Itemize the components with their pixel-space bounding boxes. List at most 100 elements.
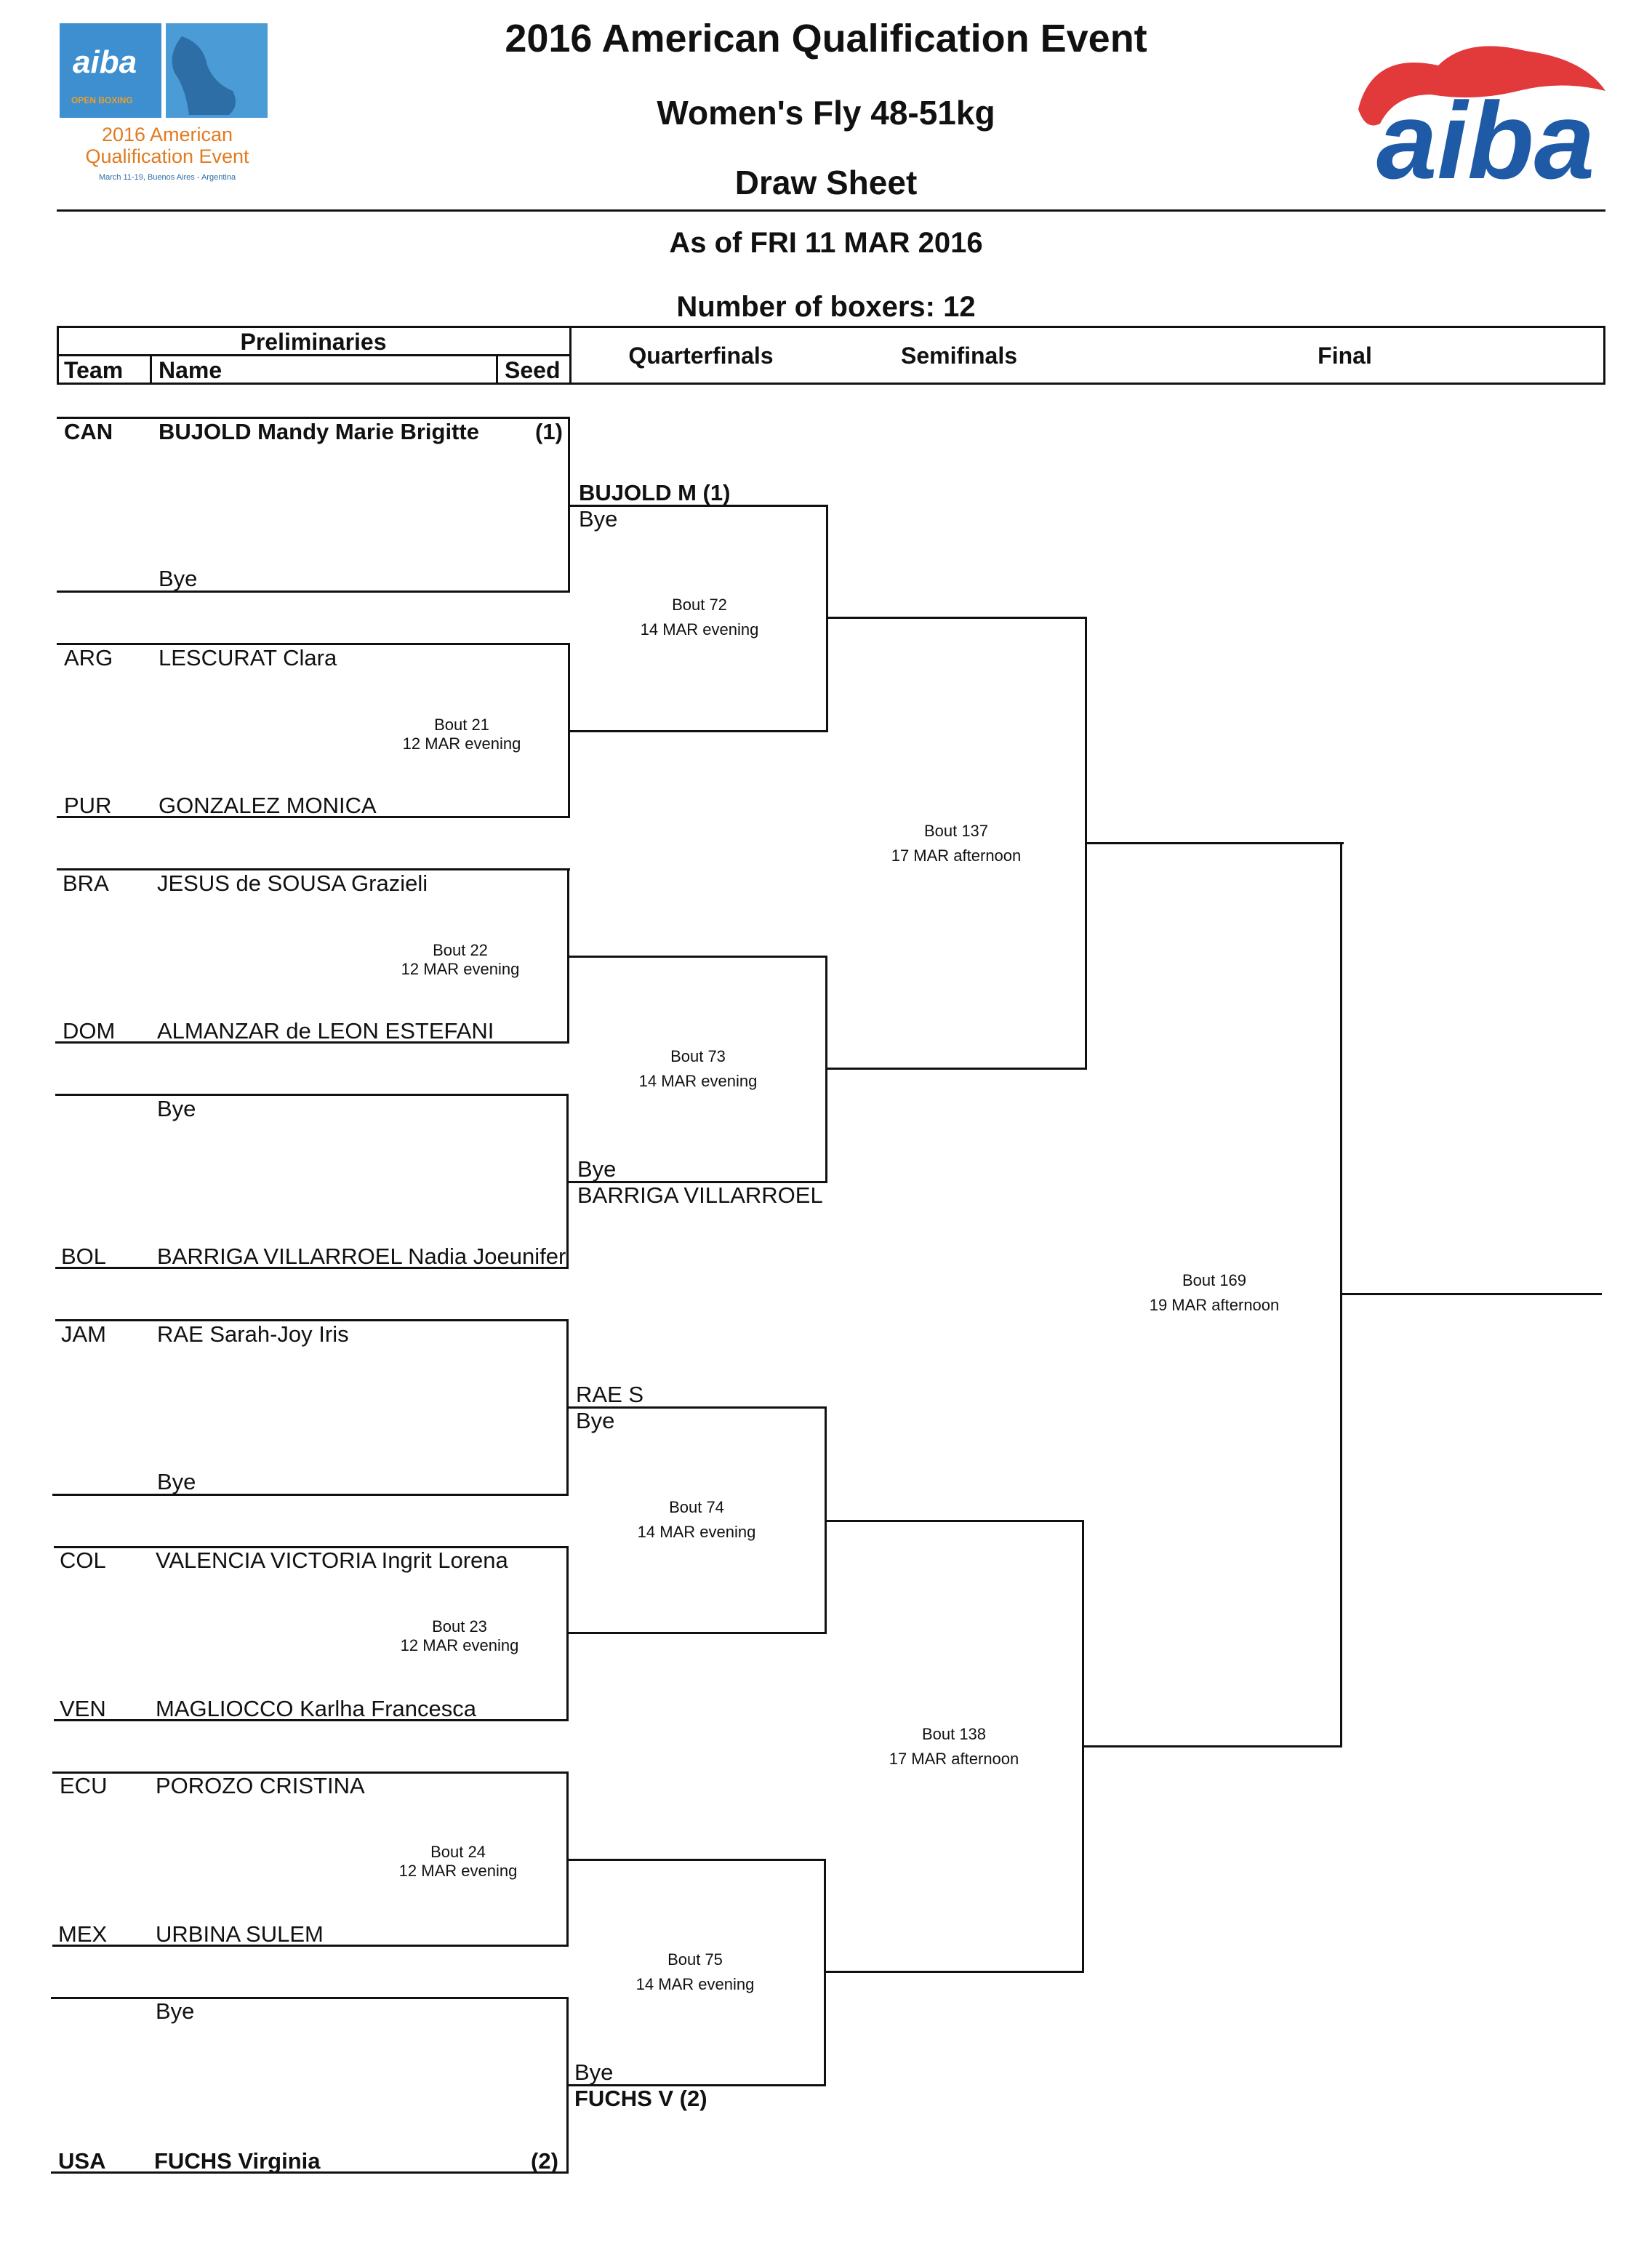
entry-team: VEN <box>60 1696 106 1721</box>
entry-name: POROZO CRISTINA <box>156 1773 365 1798</box>
final-bout-label: Bout 169 19 MAR afternoon <box>1120 1268 1309 1318</box>
bout-number: Bout 169 <box>1182 1271 1247 1289</box>
bracket-connector <box>566 1546 569 1721</box>
entry-seed: (1) <box>535 419 563 444</box>
entry-team: ECU <box>60 1773 108 1798</box>
entry-team: BRA <box>63 870 109 896</box>
winner-line <box>1340 1293 1602 1295</box>
entry-name: LESCURAT Clara <box>159 645 337 670</box>
entry-name: VALENCIA VICTORIA Ingrit Lorena <box>156 1548 508 1573</box>
qf-line <box>569 730 828 732</box>
svg-text:aiba: aiba <box>73 44 137 80</box>
prelim-bout-label: Bout 23 12 MAR evening <box>365 1614 554 1658</box>
sf-bout-label: Bout 138 17 MAR afternoon <box>859 1722 1048 1771</box>
bout-number: Bout 75 <box>667 1950 723 1969</box>
bout-schedule: 19 MAR afternoon <box>1149 1296 1280 1314</box>
sf-line <box>824 1971 1084 1973</box>
entry-name: Bye <box>159 566 198 591</box>
qf-line <box>568 1632 827 1634</box>
quarterfinals-header: Quarterfinals <box>628 343 774 369</box>
weight-category: Women's Fly 48-51kg <box>657 94 995 132</box>
qf-line <box>568 1181 827 1183</box>
entry-team: CAN <box>64 419 113 444</box>
entry-team: JAM <box>61 1321 106 1347</box>
final-line <box>1082 1745 1342 1747</box>
entry-name: BARRIGA VILLARROEL Nadia Joeunifer <box>157 1244 566 1269</box>
qf-name: Bye <box>574 2059 614 2085</box>
bracket-connector <box>566 1319 569 1496</box>
entry-team: ARG <box>64 645 113 670</box>
svg-text:aiba: aiba <box>1376 79 1595 196</box>
entry-team: BOL <box>61 1244 107 1269</box>
prelim-bout-label: Bout 22 12 MAR evening <box>366 938 555 982</box>
entry-team: PUR <box>64 793 112 818</box>
name-header: Name <box>159 357 222 383</box>
entry-line <box>51 1997 569 1999</box>
bout-number: Bout 72 <box>672 596 727 614</box>
prelim-col-border <box>569 326 572 385</box>
boxer-count: Number of boxers: 12 <box>676 291 976 323</box>
qf-line <box>568 1406 827 1409</box>
entry-line <box>55 1094 569 1096</box>
qf-line <box>568 956 827 958</box>
entry-line <box>57 417 570 419</box>
entry-name: MAGLIOCCO Karlha Francesca <box>156 1696 477 1721</box>
qf-bout-label: Bout 75 14 MAR evening <box>601 1947 790 1997</box>
entry-name: FUCHS Virginia <box>154 2148 321 2174</box>
entry-team: MEX <box>58 1921 108 1947</box>
sf-bout-label: Bout 137 17 MAR afternoon <box>862 819 1051 868</box>
qf-name: Bye <box>576 1408 615 1433</box>
entry-name: Bye <box>157 1096 196 1121</box>
entry-line <box>57 816 570 818</box>
bout-number: Bout 138 <box>921 1725 987 1743</box>
prelim-bout-label: Bout 24 12 MAR evening <box>364 1840 553 1883</box>
entry-name: Bye <box>157 1469 196 1494</box>
qf-name: RAE S <box>576 1382 644 1407</box>
final-header: Final <box>1318 343 1372 369</box>
header-divider <box>57 209 1605 212</box>
prelim-bout-label: Bout 21 12 MAR evening <box>367 713 556 756</box>
event-title: 2016 American Qualification Event <box>505 17 1147 60</box>
bout-number: Bout 23 <box>432 1617 487 1636</box>
as-of-date: As of FRI 11 MAR 2016 <box>669 227 983 259</box>
bout-number: Bout 73 <box>670 1047 726 1065</box>
table-bottom-border <box>57 383 1605 385</box>
aiba-logo: aiba <box>1344 22 1613 201</box>
bout-schedule: 12 MAR evening <box>400 1636 519 1654</box>
qf-line <box>567 2084 826 2086</box>
entry-line <box>52 1945 569 1947</box>
entry-line <box>54 1546 569 1548</box>
sheet-title: Draw Sheet <box>734 164 918 201</box>
prelims-header: Preliminaries <box>240 329 387 355</box>
entry-seed: (2) <box>531 2148 558 2174</box>
entry-name: ALMANZAR de LEON ESTEFANI <box>157 1018 494 1044</box>
event-logo-line1: 2016 American <box>101 124 233 145</box>
team-header: Team <box>64 357 124 383</box>
seed-header: Seed <box>505 357 561 383</box>
sf-line <box>825 1068 1087 1070</box>
bout-schedule: 14 MAR evening <box>635 1975 755 1993</box>
entry-line <box>54 1719 569 1721</box>
bout-schedule: 17 MAR afternoon <box>889 1750 1019 1768</box>
entry-name: Bye <box>156 1998 195 2024</box>
entry-line <box>55 1319 569 1321</box>
entry-team: USA <box>58 2148 106 2174</box>
qf-name: BUJOLD M (1) <box>579 480 731 505</box>
bout-schedule: 17 MAR afternoon <box>891 846 1022 865</box>
svg-text:OPEN BOXING: OPEN BOXING <box>71 95 133 105</box>
event-logo-line2: Qualification Event <box>85 145 249 167</box>
entry-name: JESUS de SOUSA Grazieli <box>157 870 428 896</box>
bout-schedule: 14 MAR evening <box>640 620 759 638</box>
event-logo: aiba OPEN BOXING 2016 American Qualifica… <box>58 22 276 189</box>
entry-team: DOM <box>63 1018 116 1044</box>
bout-number: Bout 24 <box>430 1843 486 1861</box>
qf-name: Bye <box>577 1156 617 1182</box>
event-logo-line3: March 11-19, Buenos Aires - Argentina <box>98 173 236 182</box>
qf-bout-label: Bout 73 14 MAR evening <box>604 1044 793 1094</box>
sf-line <box>825 1520 1084 1522</box>
entry-name: GONZALEZ MONICA <box>159 793 377 818</box>
entry-line <box>52 1771 569 1774</box>
entry-line <box>57 643 570 645</box>
bout-schedule: 14 MAR evening <box>637 1523 756 1541</box>
bout-schedule: 14 MAR evening <box>638 1072 758 1090</box>
